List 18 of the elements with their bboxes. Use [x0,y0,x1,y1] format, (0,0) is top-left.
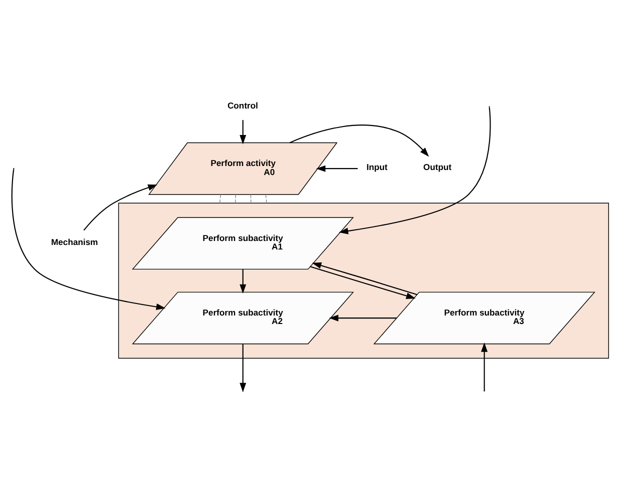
arrow [328,314,397,321]
arrow [338,107,491,234]
node-text: Input [366,162,388,172]
node-text: Control [227,100,258,110]
arrow [83,184,158,230]
cluster [118,202,609,358]
connector [250,194,252,203]
arrow [240,268,246,294]
arrow [290,124,429,156]
arrow [481,342,488,390]
connector [235,194,236,203]
arrow [316,164,358,172]
arrow [11,168,166,310]
connector [265,194,267,203]
connector [219,194,222,203]
node-text: Output [423,162,452,172]
arrow [240,120,246,144]
node-text: Mechanism [51,236,98,246]
